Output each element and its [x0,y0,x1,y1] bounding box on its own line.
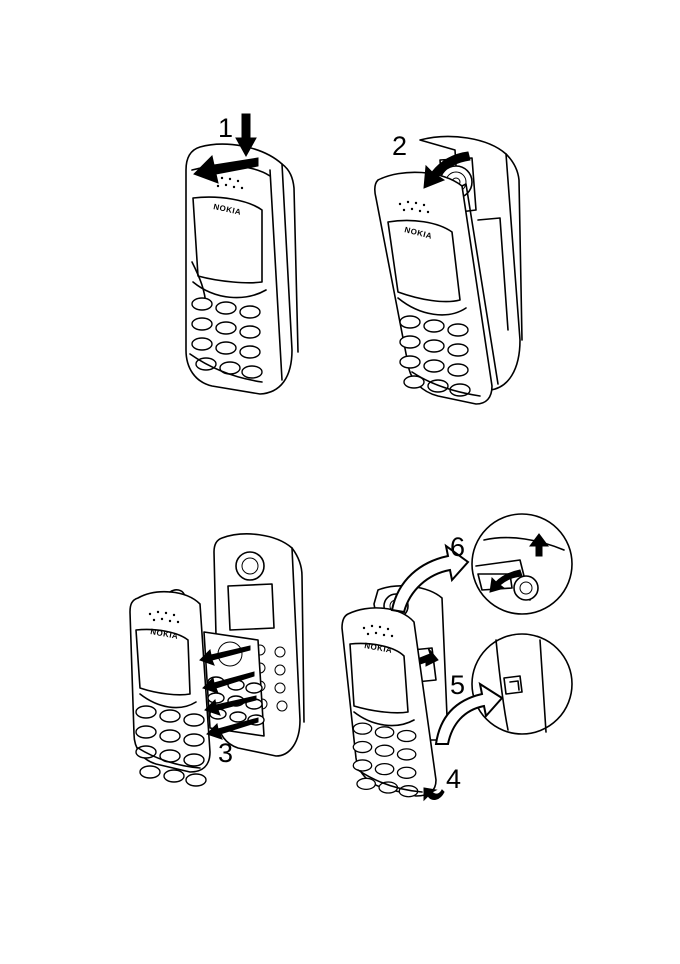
step-number-5: 5 [450,670,465,700]
front-cover-separated: NOKIA [130,590,210,786]
detail-circle-top [472,514,572,614]
step-number-3: 3 [218,738,233,768]
detail-circle-bottom [472,634,572,734]
step-number-4: 4 [446,764,461,794]
step-number-1: 1 [218,113,233,143]
curved-arrow-icon [424,788,444,800]
step-number-2: 2 [392,131,407,161]
figure-step-1: NOKIA 1 [186,113,298,394]
figure-step-2: NOKIA 2 [375,131,522,404]
phone-front-closed: NOKIA [186,144,298,394]
figure-steps-4-6: NOKIA 6 5 4 [342,514,572,800]
figure-step-3: NOKIA 3 [130,534,304,786]
step-number-6: 6 [450,532,465,562]
